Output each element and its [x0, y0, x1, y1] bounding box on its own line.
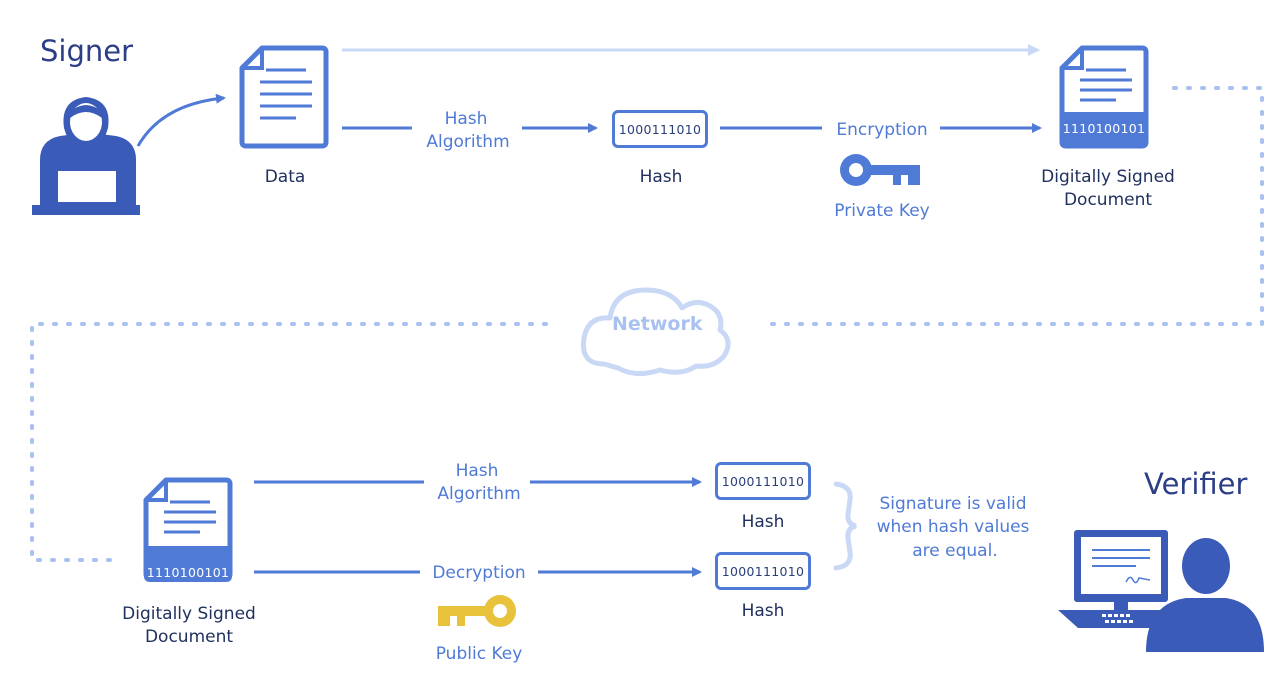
private-key-icon	[840, 154, 920, 186]
signer-title: Signer	[40, 34, 134, 68]
private-key-label: Private Key	[834, 201, 930, 221]
hash-box: 1000111010	[612, 110, 708, 148]
data-label: Data	[264, 167, 306, 187]
signed-doc-label-bottom-line2: Document	[144, 627, 234, 647]
network-label: Network	[612, 313, 703, 335]
signed-document-icon-top	[1059, 45, 1149, 149]
verify-hash-algorithm-line1: Hash	[455, 461, 499, 481]
data-document-icon	[239, 45, 329, 149]
hash-algorithm-label-line1: Hash	[444, 109, 488, 129]
validity-note-line1: Signature is valid	[879, 494, 1027, 514]
encryption-label: Encryption	[836, 120, 928, 140]
verify-hash-box-2: 1000111010	[715, 552, 811, 590]
signed-doc-value-bottom: 1110100101	[146, 565, 230, 580]
verifier-person-icon	[1058, 530, 1264, 652]
verifier-title: Verifier	[1144, 467, 1248, 501]
network-cloud-icon	[580, 287, 731, 376]
public-key-icon	[438, 595, 516, 627]
comparison-brace	[833, 481, 857, 571]
verify-hash-label-1: Hash	[741, 512, 785, 532]
signed-doc-label-top-line1: Digitally Signed	[1041, 167, 1175, 187]
hash-label: Hash	[639, 167, 683, 187]
validity-note-line2: when hash values	[876, 517, 1030, 537]
verify-hash-box-1: 1000111010	[715, 462, 811, 500]
decryption-label: Decryption	[432, 563, 526, 583]
network-path-left	[30, 322, 548, 562]
hash-algorithm-label-line2: Algorithm	[426, 132, 510, 152]
validity-note-line3: are equal.	[912, 541, 998, 561]
signer-person-icon	[32, 97, 140, 215]
signed-document-icon-bottom	[143, 477, 233, 582]
signed-doc-value-top: 1110100101	[1062, 121, 1146, 136]
signer-to-data-arrow	[136, 93, 226, 147]
network-path-right	[760, 86, 1264, 326]
verify-hash-label-2: Hash	[741, 601, 785, 621]
verify-hash-algorithm-line2: Algorithm	[437, 484, 521, 504]
signed-doc-label-bottom-line1: Digitally Signed	[122, 604, 256, 624]
signed-doc-label-top-line2: Document	[1063, 190, 1153, 210]
public-key-label: Public Key	[435, 644, 523, 664]
